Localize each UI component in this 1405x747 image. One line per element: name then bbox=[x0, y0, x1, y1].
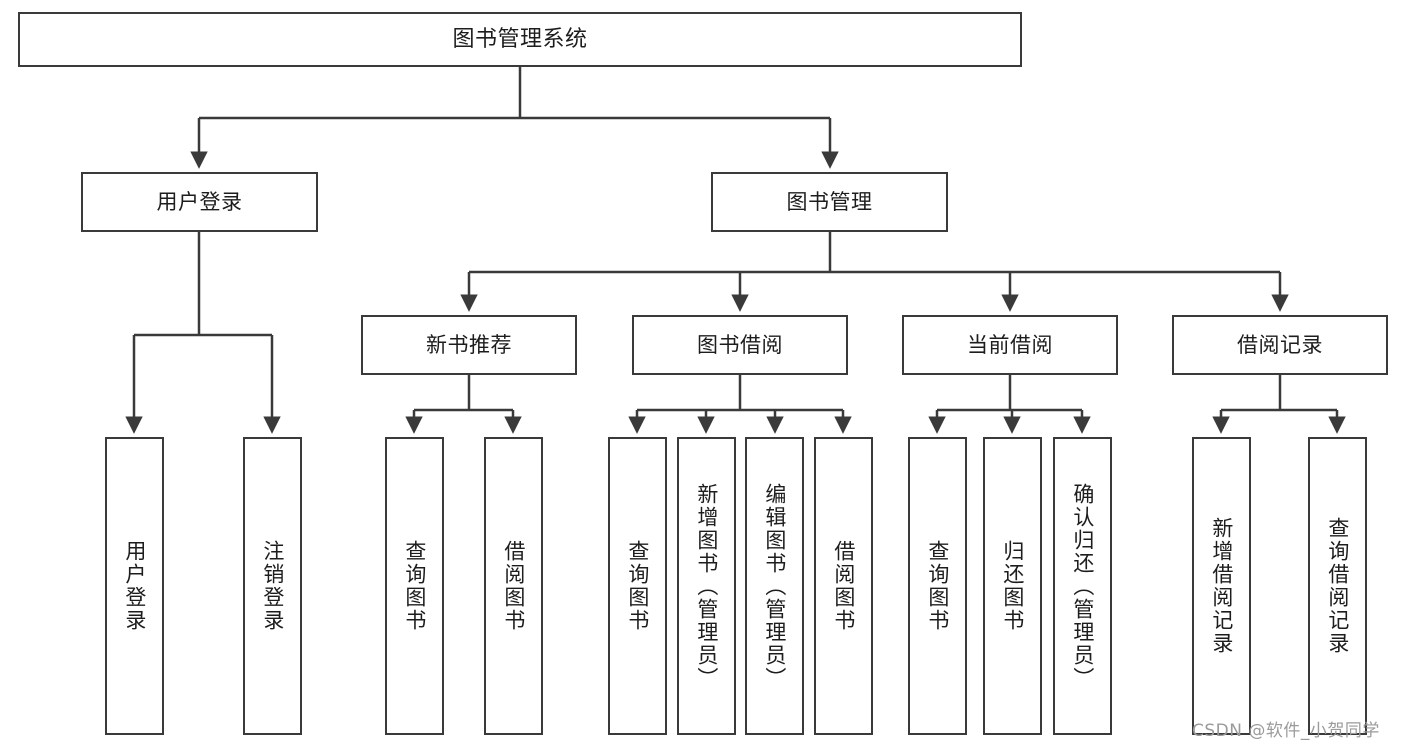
node-user-login[interactable]: 用户登录 bbox=[81, 172, 318, 232]
node-leaf-confirm-return-label: 确认归还（管理员） bbox=[1070, 482, 1095, 690]
node-new-book-recommend[interactable]: 新书推荐 bbox=[361, 315, 577, 375]
node-leaf-logout[interactable]: 注销登录 bbox=[243, 437, 302, 735]
node-leaf-edit-book-label: 编辑图书（管理员） bbox=[762, 482, 787, 690]
node-book-borrow-label: 图书借阅 bbox=[697, 332, 783, 357]
node-leaf-query-record-label: 查询借阅记录 bbox=[1325, 517, 1350, 655]
node-leaf-user-login-label: 用户登录 bbox=[122, 540, 147, 632]
node-leaf-add-record-label: 新增借阅记录 bbox=[1209, 517, 1234, 655]
node-leaf-borrow-book-2-label: 借阅图书 bbox=[831, 540, 856, 632]
csdn-watermark: CSDN @软件_小贺同学 bbox=[1192, 721, 1380, 741]
node-leaf-query-book-3[interactable]: 查询图书 bbox=[908, 437, 967, 735]
node-new-book-recommend-label: 新书推荐 bbox=[426, 332, 512, 357]
node-current-borrow-label: 当前借阅 bbox=[967, 332, 1053, 357]
node-leaf-query-record[interactable]: 查询借阅记录 bbox=[1308, 437, 1367, 735]
node-leaf-return-book-label: 归还图书 bbox=[1000, 540, 1025, 632]
node-user-login-label: 用户登录 bbox=[156, 189, 243, 214]
node-leaf-add-book[interactable]: 新增图书（管理员） bbox=[677, 437, 736, 735]
node-leaf-user-login[interactable]: 用户登录 bbox=[105, 437, 164, 735]
node-book-borrow[interactable]: 图书借阅 bbox=[632, 315, 848, 375]
node-leaf-logout-label: 注销登录 bbox=[260, 540, 285, 632]
node-leaf-query-book-1-label: 查询图书 bbox=[402, 540, 427, 632]
node-book-manage-label: 图书管理 bbox=[786, 189, 873, 214]
node-leaf-borrow-book-2[interactable]: 借阅图书 bbox=[814, 437, 873, 735]
node-leaf-borrow-book-1[interactable]: 借阅图书 bbox=[484, 437, 543, 735]
node-leaf-add-record[interactable]: 新增借阅记录 bbox=[1192, 437, 1251, 735]
node-borrow-record[interactable]: 借阅记录 bbox=[1172, 315, 1388, 375]
node-leaf-query-book-1[interactable]: 查询图书 bbox=[385, 437, 444, 735]
node-borrow-record-label: 借阅记录 bbox=[1237, 332, 1323, 357]
node-leaf-query-book-2[interactable]: 查询图书 bbox=[608, 437, 667, 735]
node-book-manage[interactable]: 图书管理 bbox=[711, 172, 948, 232]
node-current-borrow[interactable]: 当前借阅 bbox=[902, 315, 1118, 375]
node-leaf-add-book-label: 新增图书（管理员） bbox=[694, 482, 719, 690]
node-leaf-edit-book[interactable]: 编辑图书（管理员） bbox=[745, 437, 804, 735]
node-leaf-borrow-book-1-label: 借阅图书 bbox=[501, 540, 526, 632]
node-leaf-confirm-return[interactable]: 确认归还（管理员） bbox=[1053, 437, 1112, 735]
node-root-label: 图书管理系统 bbox=[452, 26, 588, 52]
node-leaf-query-book-3-label: 查询图书 bbox=[925, 540, 950, 632]
node-leaf-query-book-2-label: 查询图书 bbox=[625, 540, 650, 632]
node-leaf-return-book[interactable]: 归还图书 bbox=[983, 437, 1042, 735]
node-root[interactable]: 图书管理系统 bbox=[18, 12, 1022, 67]
